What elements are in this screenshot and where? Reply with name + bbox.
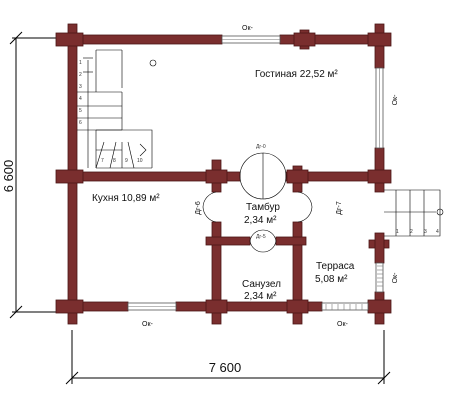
svg-text:6: 6 bbox=[79, 120, 82, 126]
window-terrace-side bbox=[375, 262, 384, 293]
svg-text:4: 4 bbox=[436, 229, 439, 235]
svg-text:3: 3 bbox=[79, 84, 82, 90]
doors: Дг-0 Дг-6 Дг-7 Дг-5 bbox=[195, 144, 343, 253]
dimension-height-label: 6 600 bbox=[1, 160, 16, 193]
room-kitchen-label: Кухня 10,89 м² bbox=[92, 193, 160, 204]
svg-text:3: 3 bbox=[424, 229, 427, 235]
walls bbox=[55, 23, 392, 325]
svg-text:8: 8 bbox=[113, 158, 116, 164]
door-d6: Дг-6 bbox=[195, 191, 217, 223]
wall-bath-top-right bbox=[275, 236, 307, 246]
room-vestibule-name: Тамбур bbox=[246, 201, 280, 213]
svg-text:4: 4 bbox=[79, 96, 82, 102]
dimension-bottom: 7 600 bbox=[65, 330, 391, 385]
svg-text:1: 1 bbox=[396, 229, 399, 235]
dimension-left: 6 600 bbox=[1, 31, 60, 319]
door-d5-label: Дг-5 bbox=[256, 234, 266, 240]
room-living-label: Гостиная 22,52 м² bbox=[255, 69, 338, 80]
svg-text:2: 2 bbox=[410, 229, 413, 235]
wall-bath-left bbox=[211, 221, 222, 325]
dimension-width-label: 7 600 bbox=[209, 360, 242, 375]
svg-text:5: 5 bbox=[79, 108, 82, 114]
door-d7-label: Дг-7 bbox=[336, 201, 343, 215]
main-staircase: 1 2 3 4 5 6 7 8 9 10 bbox=[77, 49, 157, 169]
wall-top-left bbox=[61, 34, 223, 45]
room-bathroom-area: 2,34 м² bbox=[244, 291, 277, 302]
room-vestibule-area: 2,34 м² bbox=[244, 215, 277, 226]
svg-text:2: 2 bbox=[79, 72, 82, 78]
wall-terrace-right bbox=[374, 232, 385, 264]
svg-text:7: 7 bbox=[101, 158, 104, 164]
svg-text:10: 10 bbox=[137, 158, 143, 164]
door-d7: Дг-7 bbox=[297, 191, 343, 223]
room-terrace-name: Терраса bbox=[316, 261, 355, 272]
windows: Ок- Ок- Ок- Ок- Ок- bbox=[127, 25, 399, 328]
wall-bath-top-left bbox=[205, 236, 251, 246]
window-right-label: Ок- bbox=[392, 94, 399, 106]
terrace-steps: 1 2 3 4 bbox=[384, 189, 444, 237]
window-terrace-label: Ок- bbox=[392, 272, 399, 284]
svg-text:1: 1 bbox=[79, 60, 82, 66]
window-top-label: Ок- bbox=[242, 25, 254, 32]
door-d0-label: Дг-0 bbox=[256, 144, 266, 150]
room-bathroom-name: Санузел bbox=[242, 279, 281, 290]
window-bottom-right bbox=[321, 302, 369, 311]
door-d6-label: Дг-6 bbox=[195, 201, 202, 215]
window-bottom-right-label: Ок- bbox=[337, 321, 349, 328]
room-terrace-area: 5,08 м² bbox=[315, 274, 348, 285]
window-bottom-left-label: Ок- bbox=[142, 321, 154, 328]
wall-bath-right bbox=[292, 221, 303, 325]
door-d5: Дг-5 bbox=[249, 229, 277, 253]
svg-text:9: 9 bbox=[125, 158, 128, 164]
door-d0: Дг-0 bbox=[239, 144, 287, 200]
